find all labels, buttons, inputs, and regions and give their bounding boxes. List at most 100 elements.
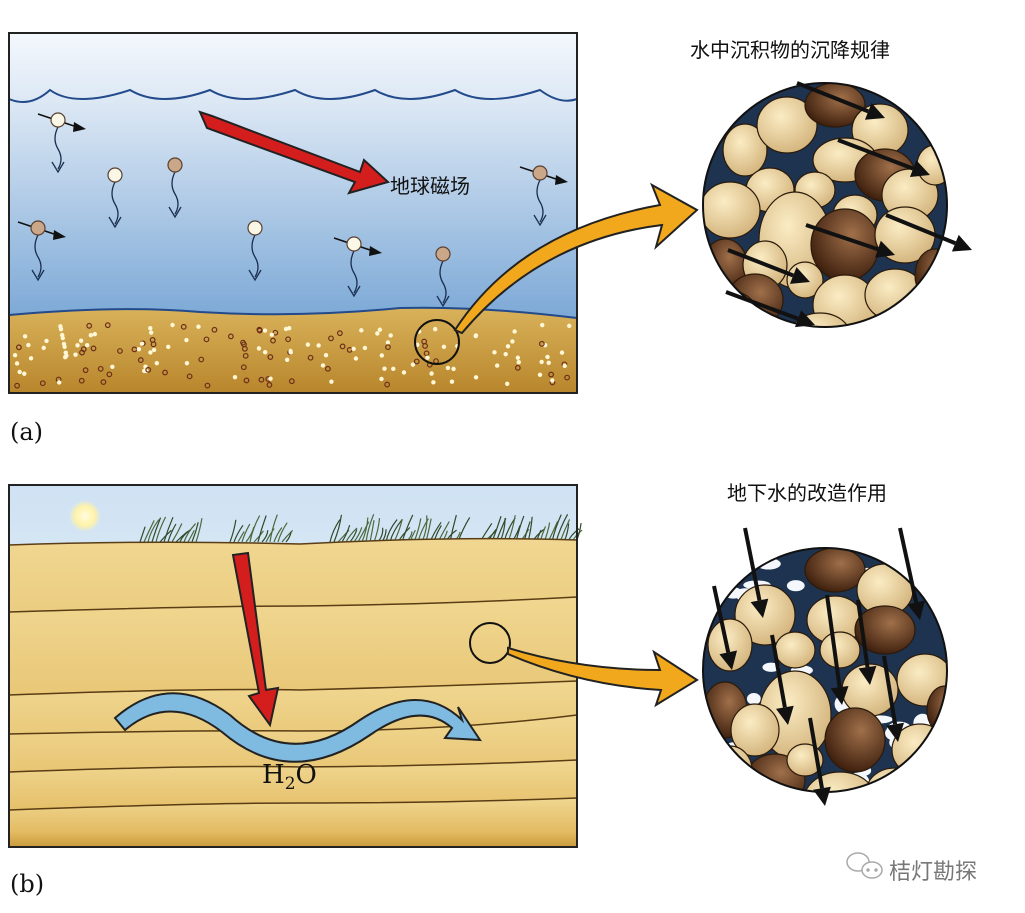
sediment-grain-light <box>268 376 273 381</box>
sediment-grain-light <box>512 329 517 334</box>
grain-dark <box>854 605 916 655</box>
grain-dark <box>824 707 886 773</box>
moment-arrowhead <box>555 175 568 185</box>
groundwater-flow-arrow <box>113 692 482 763</box>
sediment-grain-light <box>375 331 380 336</box>
sediment-grain-dark <box>422 343 428 349</box>
sediment-grain-dark <box>256 326 263 333</box>
sediment-grain-light <box>12 353 18 358</box>
alignment-arrow <box>796 81 885 120</box>
alteration-arrow <box>882 655 904 742</box>
alteration-arrow <box>743 527 769 618</box>
sediment-grain-light <box>170 322 175 328</box>
arrow-head <box>789 267 810 284</box>
sediment-grains <box>12 322 572 389</box>
sediment-grain-dark <box>150 341 157 348</box>
particle <box>30 220 46 236</box>
sediment-grain-dark <box>204 382 211 389</box>
detail-circle-b <box>702 527 948 806</box>
grass-blade <box>285 531 292 543</box>
moment-arrowhead <box>53 230 66 240</box>
arrow-head <box>775 705 794 725</box>
sediment-grain-light <box>431 380 436 385</box>
sediment-grain-dark <box>117 348 123 354</box>
detail-b-title: 地下水的改造作用 <box>727 481 887 505</box>
sediment-grain-light <box>256 346 262 351</box>
magnetic-alignment-arrows <box>725 81 972 328</box>
grain-light <box>866 767 924 792</box>
arrow-head <box>750 598 769 618</box>
sediment-grain-dark <box>14 382 20 389</box>
arrow-shaft <box>770 634 787 708</box>
arrow-shaft <box>712 585 731 653</box>
sediment-grain-light <box>232 374 238 380</box>
sediment-grain-light <box>537 372 543 377</box>
arrow-head <box>813 786 831 806</box>
sediment-grain-light <box>391 366 396 372</box>
cement-patch <box>746 692 761 705</box>
settling-arrowhead <box>31 269 45 282</box>
sediment-grain-dark <box>203 336 210 343</box>
sediment-grain-light <box>503 351 508 357</box>
sediment-grain-light <box>546 360 551 365</box>
settling-path <box>111 181 119 225</box>
settling-path <box>251 234 259 278</box>
sediment-grain-light <box>139 341 145 346</box>
detail-circle-a <box>702 81 972 328</box>
sediment-grain-dark <box>548 371 555 378</box>
grass-blade <box>241 523 251 543</box>
sediment-grain-light <box>359 328 364 333</box>
arrow-shaft <box>796 81 870 114</box>
sediment-grain-dark <box>15 344 22 351</box>
sediment-grain-dark <box>285 336 292 343</box>
sediment-grain-light <box>58 327 64 332</box>
grass-blade <box>365 513 375 543</box>
sediment-grain-light <box>510 339 515 344</box>
grass-blade <box>167 523 177 543</box>
sediment-grain-light <box>441 344 447 350</box>
alteration-arrow <box>856 599 877 685</box>
sediment-grain-dark <box>137 357 144 363</box>
grass-blade <box>261 530 269 543</box>
arrow-shaft <box>725 290 799 321</box>
sediment-grain-light <box>425 355 430 360</box>
sediment-grain-dark <box>241 345 248 352</box>
alignment-arrow <box>805 223 895 258</box>
sediment-grain-dark <box>240 364 247 371</box>
arrow-head <box>951 234 972 252</box>
sediment-grain-light <box>269 332 275 337</box>
sediment-grain-light <box>284 357 290 362</box>
sediment-grain-dark <box>211 326 218 333</box>
sediment-grain-light <box>148 325 153 331</box>
sediment-grain-light <box>559 350 565 355</box>
sediment-grain-light <box>492 350 497 355</box>
grain-light <box>703 181 761 239</box>
sediment-grain-dark <box>564 374 571 381</box>
sediment-grain-light <box>379 353 385 358</box>
sediment-grain-light <box>154 360 160 366</box>
sediment-grain-light <box>92 331 98 337</box>
grass-blade <box>163 516 174 543</box>
particle <box>435 246 451 262</box>
sediment-grain-dark <box>86 322 93 329</box>
sun-icon <box>69 500 101 532</box>
settling-particles <box>17 112 568 308</box>
sediment-grain-dark <box>106 371 113 378</box>
particle <box>50 112 66 128</box>
sediment-grain-light <box>377 327 383 332</box>
watermark-text: 桔灯勘探 <box>889 860 978 885</box>
sediment-grain-dark <box>39 380 46 387</box>
particle <box>532 165 548 181</box>
sediment-grain-light <box>545 354 550 360</box>
sediment-grain-light <box>353 356 359 361</box>
sediment-grain-light <box>17 369 22 375</box>
arrow-head <box>858 665 877 685</box>
sediment-grain-light <box>184 360 190 366</box>
panel-b-scene <box>8 484 583 848</box>
sediment-grain-light <box>196 324 201 329</box>
grass-blade <box>183 523 197 543</box>
sediment-grain-light <box>262 350 268 355</box>
arrow-shaft <box>898 527 919 603</box>
sediment-grain-light <box>505 344 511 349</box>
sediment-grain-light <box>62 344 67 350</box>
